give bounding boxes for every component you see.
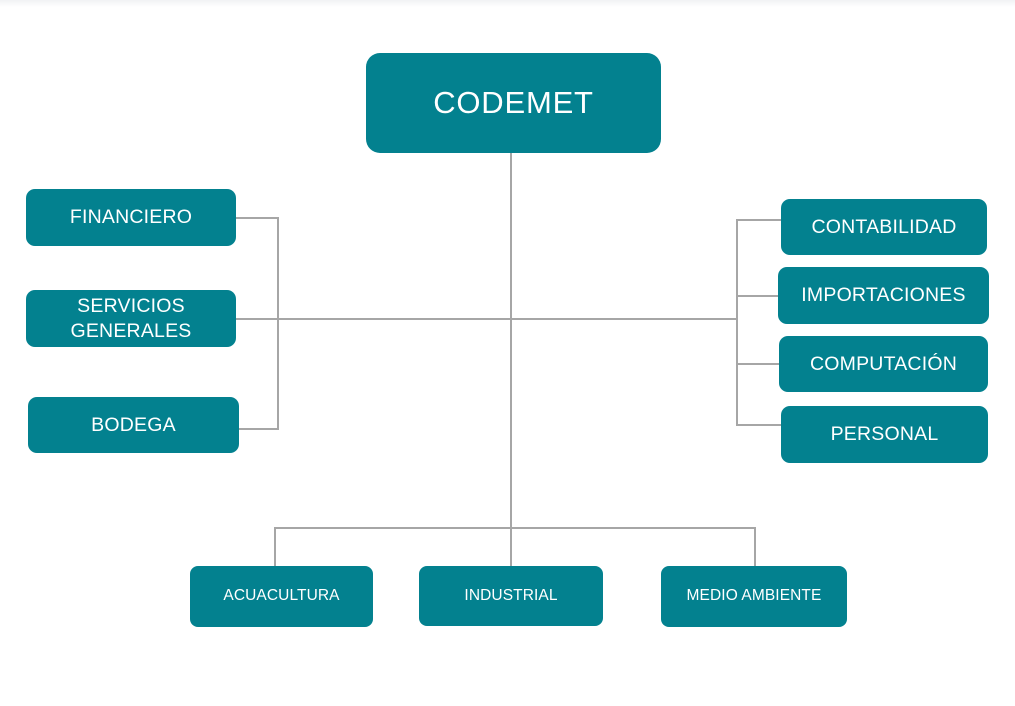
- node-servicios-generales-label: SERVICIOS GENERALES: [70, 294, 192, 342]
- node-codemet[interactable]: CODEMET: [366, 53, 661, 153]
- node-importaciones-label: IMPORTACIONES: [801, 284, 966, 306]
- connector-drop-acuacultura: [274, 527, 276, 568]
- node-bodega[interactable]: BODEGA: [28, 397, 239, 453]
- node-contabilidad-label: CONTABILIDAD: [811, 215, 957, 238]
- connector-stub-bodega: [234, 428, 279, 430]
- connector-main-trunk-left: [237, 318, 511, 320]
- node-financiero[interactable]: FINANCIERO: [26, 189, 236, 246]
- node-computacion-label: COMPUTACIÓN: [809, 352, 957, 375]
- node-servicios-generales[interactable]: SERVICIOS GENERALES: [26, 290, 236, 347]
- connector-stub-contabilidad: [736, 219, 783, 221]
- connector-right-bus: [736, 219, 738, 426]
- node-acuacultura[interactable]: ACUACULTURA: [190, 566, 373, 627]
- node-financiero-label: FINANCIERO: [69, 206, 193, 228]
- node-industrial-label: INDUSTRIAL: [464, 586, 558, 604]
- node-computacion[interactable]: COMPUTACIÓN: [779, 336, 988, 392]
- connector-stub-personal: [736, 424, 783, 426]
- connector-bottom-bus: [274, 527, 756, 529]
- connector-stub-financiero: [232, 217, 279, 219]
- node-importaciones[interactable]: IMPORTACIONES: [778, 267, 989, 324]
- connector-drop-medio-ambiente: [754, 527, 756, 568]
- connector-stub-computacion: [736, 363, 781, 365]
- node-acuacultura-label: ACUACULTURA: [223, 587, 340, 605]
- node-medio-ambiente[interactable]: MEDIO AMBIENTE: [661, 566, 847, 627]
- node-industrial[interactable]: INDUSTRIAL: [419, 566, 603, 626]
- node-codemet-label: CODEMET: [433, 84, 594, 120]
- node-personal-label: PERSONAL: [830, 423, 939, 445]
- node-bodega-label: BODEGA: [91, 413, 176, 436]
- connector-main-trunk-right: [510, 318, 737, 320]
- top-edge-band: [0, 0, 1015, 7]
- connector-stub-servicios-generales: [232, 318, 279, 320]
- node-contabilidad[interactable]: CONTABILIDAD: [781, 199, 987, 255]
- node-medio-ambiente-label: MEDIO AMBIENTE: [686, 587, 822, 605]
- connector-root-spine: [510, 152, 512, 528]
- node-personal[interactable]: PERSONAL: [781, 406, 988, 463]
- connector-drop-industrial: [510, 527, 512, 568]
- connector-stub-importaciones: [736, 295, 781, 297]
- connector-left-bus: [277, 217, 279, 430]
